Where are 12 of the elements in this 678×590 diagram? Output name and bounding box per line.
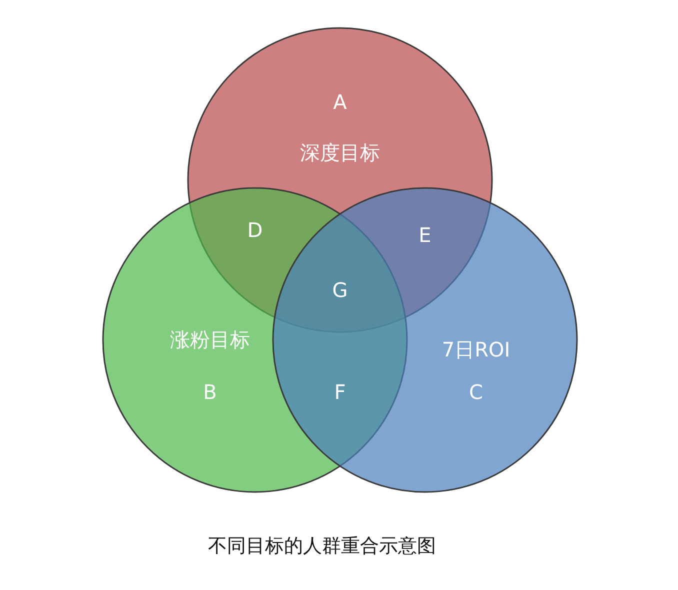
region-label: F: [334, 380, 346, 404]
region-label: G: [332, 278, 348, 302]
caption: 不同目标的人群重合示意图: [208, 534, 436, 559]
region-label: E: [418, 223, 432, 247]
circle-label: C: [469, 380, 483, 404]
circle-label: 涨粉目标: [170, 326, 250, 354]
region-label: D: [247, 218, 263, 242]
circle-label: 7日ROI: [442, 336, 510, 364]
venn-circle: [272, 187, 578, 493]
circle-label: 深度目标: [300, 140, 380, 166]
circle-label: A: [333, 90, 347, 114]
circle-label: B: [203, 380, 217, 404]
